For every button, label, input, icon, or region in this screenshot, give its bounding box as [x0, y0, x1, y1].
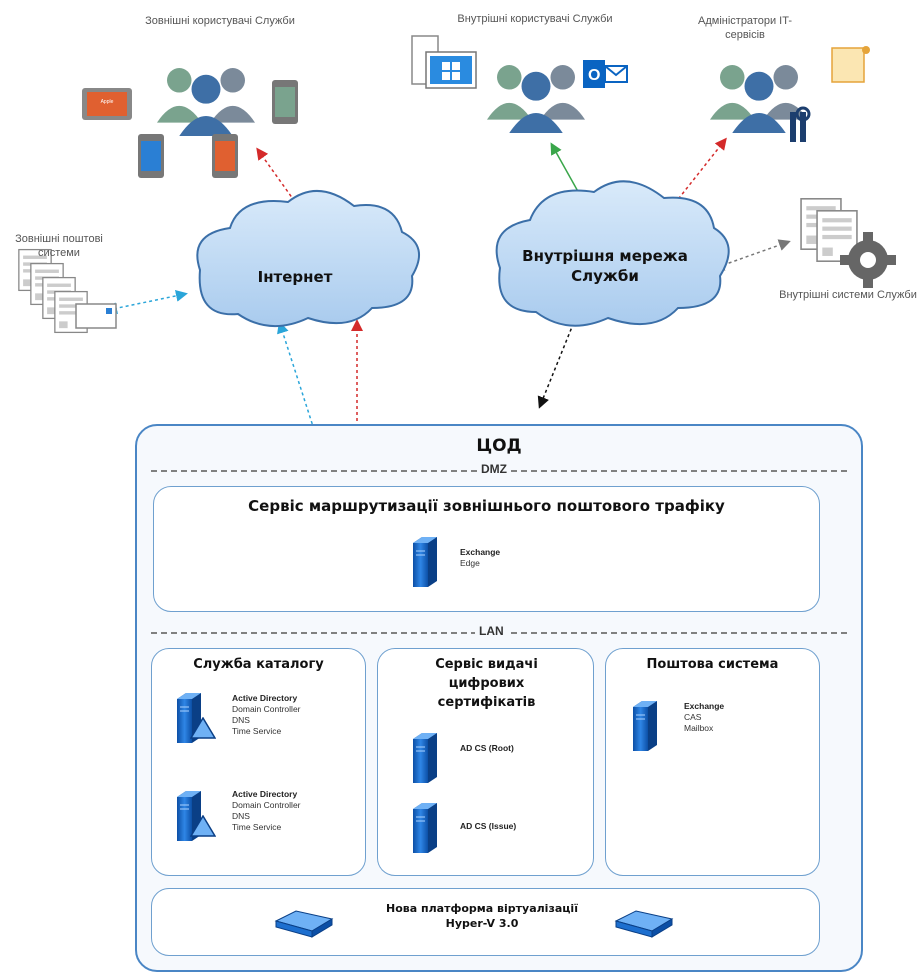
admins-label: Адміністратори IT-сервісів — [698, 15, 792, 41]
tools-icon — [790, 112, 796, 142]
ad-server-1-line: DNS — [232, 715, 250, 725]
exchange-mailbox-name: Exchange — [684, 701, 725, 711]
adcs-issue-label: AD CS (Issue) — [460, 821, 517, 831]
hyperv-host-left-icon — [275, 910, 333, 938]
gear-icon — [840, 232, 896, 288]
adcs-root-label: AD CS (Root) — [460, 743, 514, 753]
ad-server-1-line: Domain Controller — [232, 704, 301, 714]
exchange-mailbox-line: CAS — [684, 712, 702, 722]
ad-server-2-name: Active Directory — [232, 789, 298, 799]
adcs-issue-server-icon — [412, 803, 438, 853]
ad-server-1-line: Time Service — [232, 726, 282, 736]
exchange-mailbox-info: Exchange CAS Mailbox — [684, 701, 724, 734]
certificate-scroll — [831, 47, 865, 83]
tablet-app-label: Apple — [100, 99, 114, 105]
arrow-network-dc — [537, 309, 581, 409]
envelope-icon — [75, 303, 117, 329]
mail-system-box: Поштова система Exchange CAS Mailbox — [605, 648, 820, 876]
cloud-internet — [196, 189, 421, 328]
internal-network-cloud-label: Внутрішня мережа Служби — [522, 247, 688, 285]
virtualization-title-block: Нова платформа віртуалізації Hyper-V 3.0 — [352, 901, 612, 931]
exchange-edge-name: Exchange — [460, 547, 501, 557]
datacenter-container: ЦОД DMZ Сервіс маршрутизації зовнішнього… — [135, 424, 863, 972]
dmz-label: DMZ — [477, 462, 511, 476]
directory-service-title: Служба каталогу — [193, 657, 324, 672]
datacenter-title: ЦОД — [476, 436, 522, 456]
routing-service-box: Сервіс маршрутизації зовнішнього поштово… — [153, 486, 820, 612]
ad-triangle-1-icon — [190, 717, 216, 739]
cloud-internal-network — [495, 180, 730, 327]
arrow-systems-network — [712, 239, 791, 271]
virtualization-box: Нова платформа віртуалізації Hyper-V 3.0 — [151, 888, 820, 956]
external-users-label: Зовнішні користувачі Служби — [145, 15, 295, 27]
ad-server-2-line: Time Service — [232, 822, 282, 832]
external-mail-label: Зовнішні поштові системи — [15, 233, 103, 259]
directory-service-box: Служба каталогу Active Directory Domain … — [151, 648, 366, 876]
ad-server-2-line: DNS — [232, 811, 250, 821]
ad-server-2-line: Domain Controller — [232, 800, 301, 810]
arrow-users-internet — [256, 147, 300, 209]
internal-users-label: Внутрішні користувачі Служби — [457, 13, 613, 25]
ad-server-2-info: Active Directory Domain Controller DNS T… — [232, 789, 301, 833]
certificate-service-box: Сервіс видачі цифрових сертифікатів AD C… — [377, 648, 594, 876]
internal-systems-label: Внутрішні системи Служби — [779, 289, 917, 301]
ad-server-1-name: Active Directory — [232, 693, 298, 703]
routing-service-title: Сервіс маршрутизації зовнішнього поштово… — [248, 497, 725, 515]
certificate-service-title: Сервіс видачі цифрових сертифікатів — [435, 657, 538, 710]
hyperv-host-right-icon — [615, 910, 673, 938]
svg-text:O: O — [588, 67, 600, 84]
ad-triangle-2-icon — [190, 815, 216, 837]
exchange-edge-role: Edge — [460, 558, 480, 568]
outlook-logo — [583, 60, 605, 88]
virtualization-title: Нова платформа віртуалізації — [386, 902, 578, 915]
internet-cloud-label: Інтернет — [257, 268, 333, 286]
ad-server-1-info: Active Directory Domain Controller DNS T… — [232, 693, 301, 737]
exchange-edge-info: Exchange Edge — [460, 547, 500, 569]
exchange-mailbox-server-icon — [632, 701, 658, 751]
mail-system-title: Поштова система — [646, 657, 779, 672]
exchange-edge-server-icon — [412, 537, 438, 587]
adcs-root-server-icon — [412, 733, 438, 783]
lan-label: LAN — [475, 624, 508, 638]
exchange-mailbox-line: Mailbox — [684, 723, 714, 733]
arrow-mail-internet — [105, 289, 188, 315]
virtualization-subtitle: Hyper-V 3.0 — [445, 917, 519, 930]
